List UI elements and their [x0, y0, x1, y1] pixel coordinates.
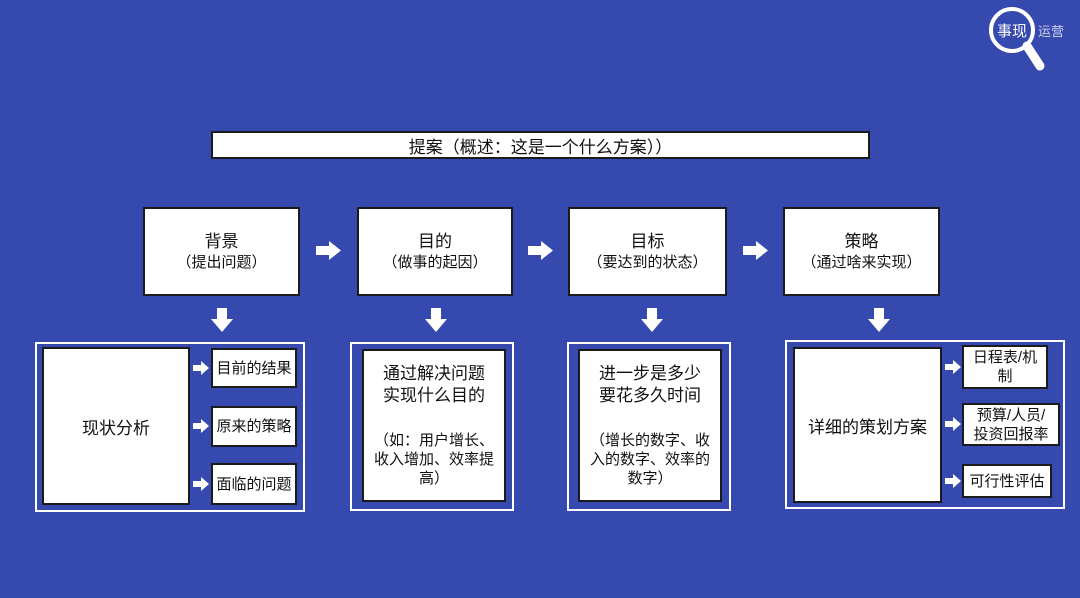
arrow-right-icon — [316, 241, 341, 260]
purpose-group-outline — [350, 342, 514, 511]
analysis-item-label: 原来的策略 — [216, 418, 292, 435]
proposal-title-box: 提案（概述：这是一个什么方案）） — [211, 131, 870, 159]
step-box-background: 背景 （提出问题） — [143, 207, 300, 296]
step-title: 目的 — [418, 232, 452, 251]
goal-detail-box: 进一步是多少 要花多久时间 （增长的数字、收 入的数字、效率的 数字） — [578, 349, 722, 502]
plan-main-box: 详细的策划方案 — [793, 347, 942, 503]
arrow-right-icon — [528, 241, 553, 260]
analysis-item-label: 面临的问题 — [216, 475, 292, 493]
plan-label: 详细的策划方案 — [808, 417, 927, 437]
analysis-item-box: 面临的问题 — [211, 463, 297, 505]
step-subtitle: （做事的起因） — [382, 254, 488, 271]
arrow-right-small-icon — [193, 361, 209, 375]
purpose-detail-box: 通过解决问题 实现什么目的 （如：用户增长、 收入增加、效率提 高） — [362, 349, 506, 502]
analysis-item-box: 原来的策略 — [211, 406, 297, 447]
step-title: 策略 — [844, 232, 879, 251]
arrow-right-small-icon — [945, 360, 961, 374]
step-box-strategy: 策略 （通过啥来实现） — [783, 207, 940, 296]
arrow-down-icon — [211, 308, 233, 332]
analysis-main-box: 现状分析 — [42, 347, 190, 505]
step-box-goal: 目标 （要达到的状态） — [568, 207, 727, 296]
goal-note-text: （增长的数字、收 入的数字、效率的 数字） — [589, 432, 710, 487]
analysis-group-outline — [35, 342, 305, 512]
goal-group-outline — [567, 342, 731, 511]
plan-item-label: 预算/人员/ 投资回报率 — [973, 406, 1049, 443]
logo-primary-text: 事现 — [997, 23, 1027, 40]
goal-main-text: 进一步是多少 要花多久时间 — [599, 364, 701, 405]
analysis-label: 现状分析 — [82, 418, 150, 438]
plan-group-outline — [785, 340, 1065, 509]
arrow-right-small-icon — [945, 417, 961, 431]
analysis-item-label: 目前的结果 — [216, 359, 292, 377]
step-title: 目标 — [630, 232, 665, 251]
plan-item-label: 日程表/机 制 — [972, 349, 1038, 385]
proposal-title-text: 提案（概述：这是一个什么方案）） — [408, 137, 673, 157]
arrow-down-icon — [868, 308, 890, 332]
purpose-note-text: （如：用户增长、 收入增加、效率提 高） — [373, 432, 494, 487]
step-subtitle: （提出问题） — [176, 254, 267, 271]
logo-secondary-text: 运营 — [1038, 24, 1064, 39]
plan-item-box: 日程表/机 制 — [962, 345, 1048, 389]
step-subtitle: （通过啥来实现） — [801, 254, 922, 271]
purpose-main-text: 通过解决问题 实现什么目的 — [383, 364, 485, 405]
arrow-right-small-icon — [193, 477, 209, 491]
brand-logo: 事现 运营 — [980, 2, 1080, 80]
analysis-item-box: 目前的结果 — [211, 348, 297, 388]
plan-item-box: 可行性评估 — [962, 464, 1052, 498]
arrow-right-small-icon — [193, 419, 209, 433]
arrow-down-icon — [425, 308, 447, 332]
step-subtitle: （要达到的状态） — [587, 254, 708, 271]
arrow-right-small-icon — [945, 474, 961, 488]
magnifier-logo-icon: 事现 运营 — [989, 7, 1064, 71]
step-box-purpose: 目的 （做事的起因） — [357, 207, 513, 296]
plan-item-label: 可行性评估 — [969, 472, 1045, 490]
arrow-right-icon — [743, 241, 768, 260]
arrow-down-icon — [641, 308, 663, 332]
plan-item-box: 预算/人员/ 投资回报率 — [962, 403, 1060, 446]
step-title: 背景 — [204, 232, 239, 251]
